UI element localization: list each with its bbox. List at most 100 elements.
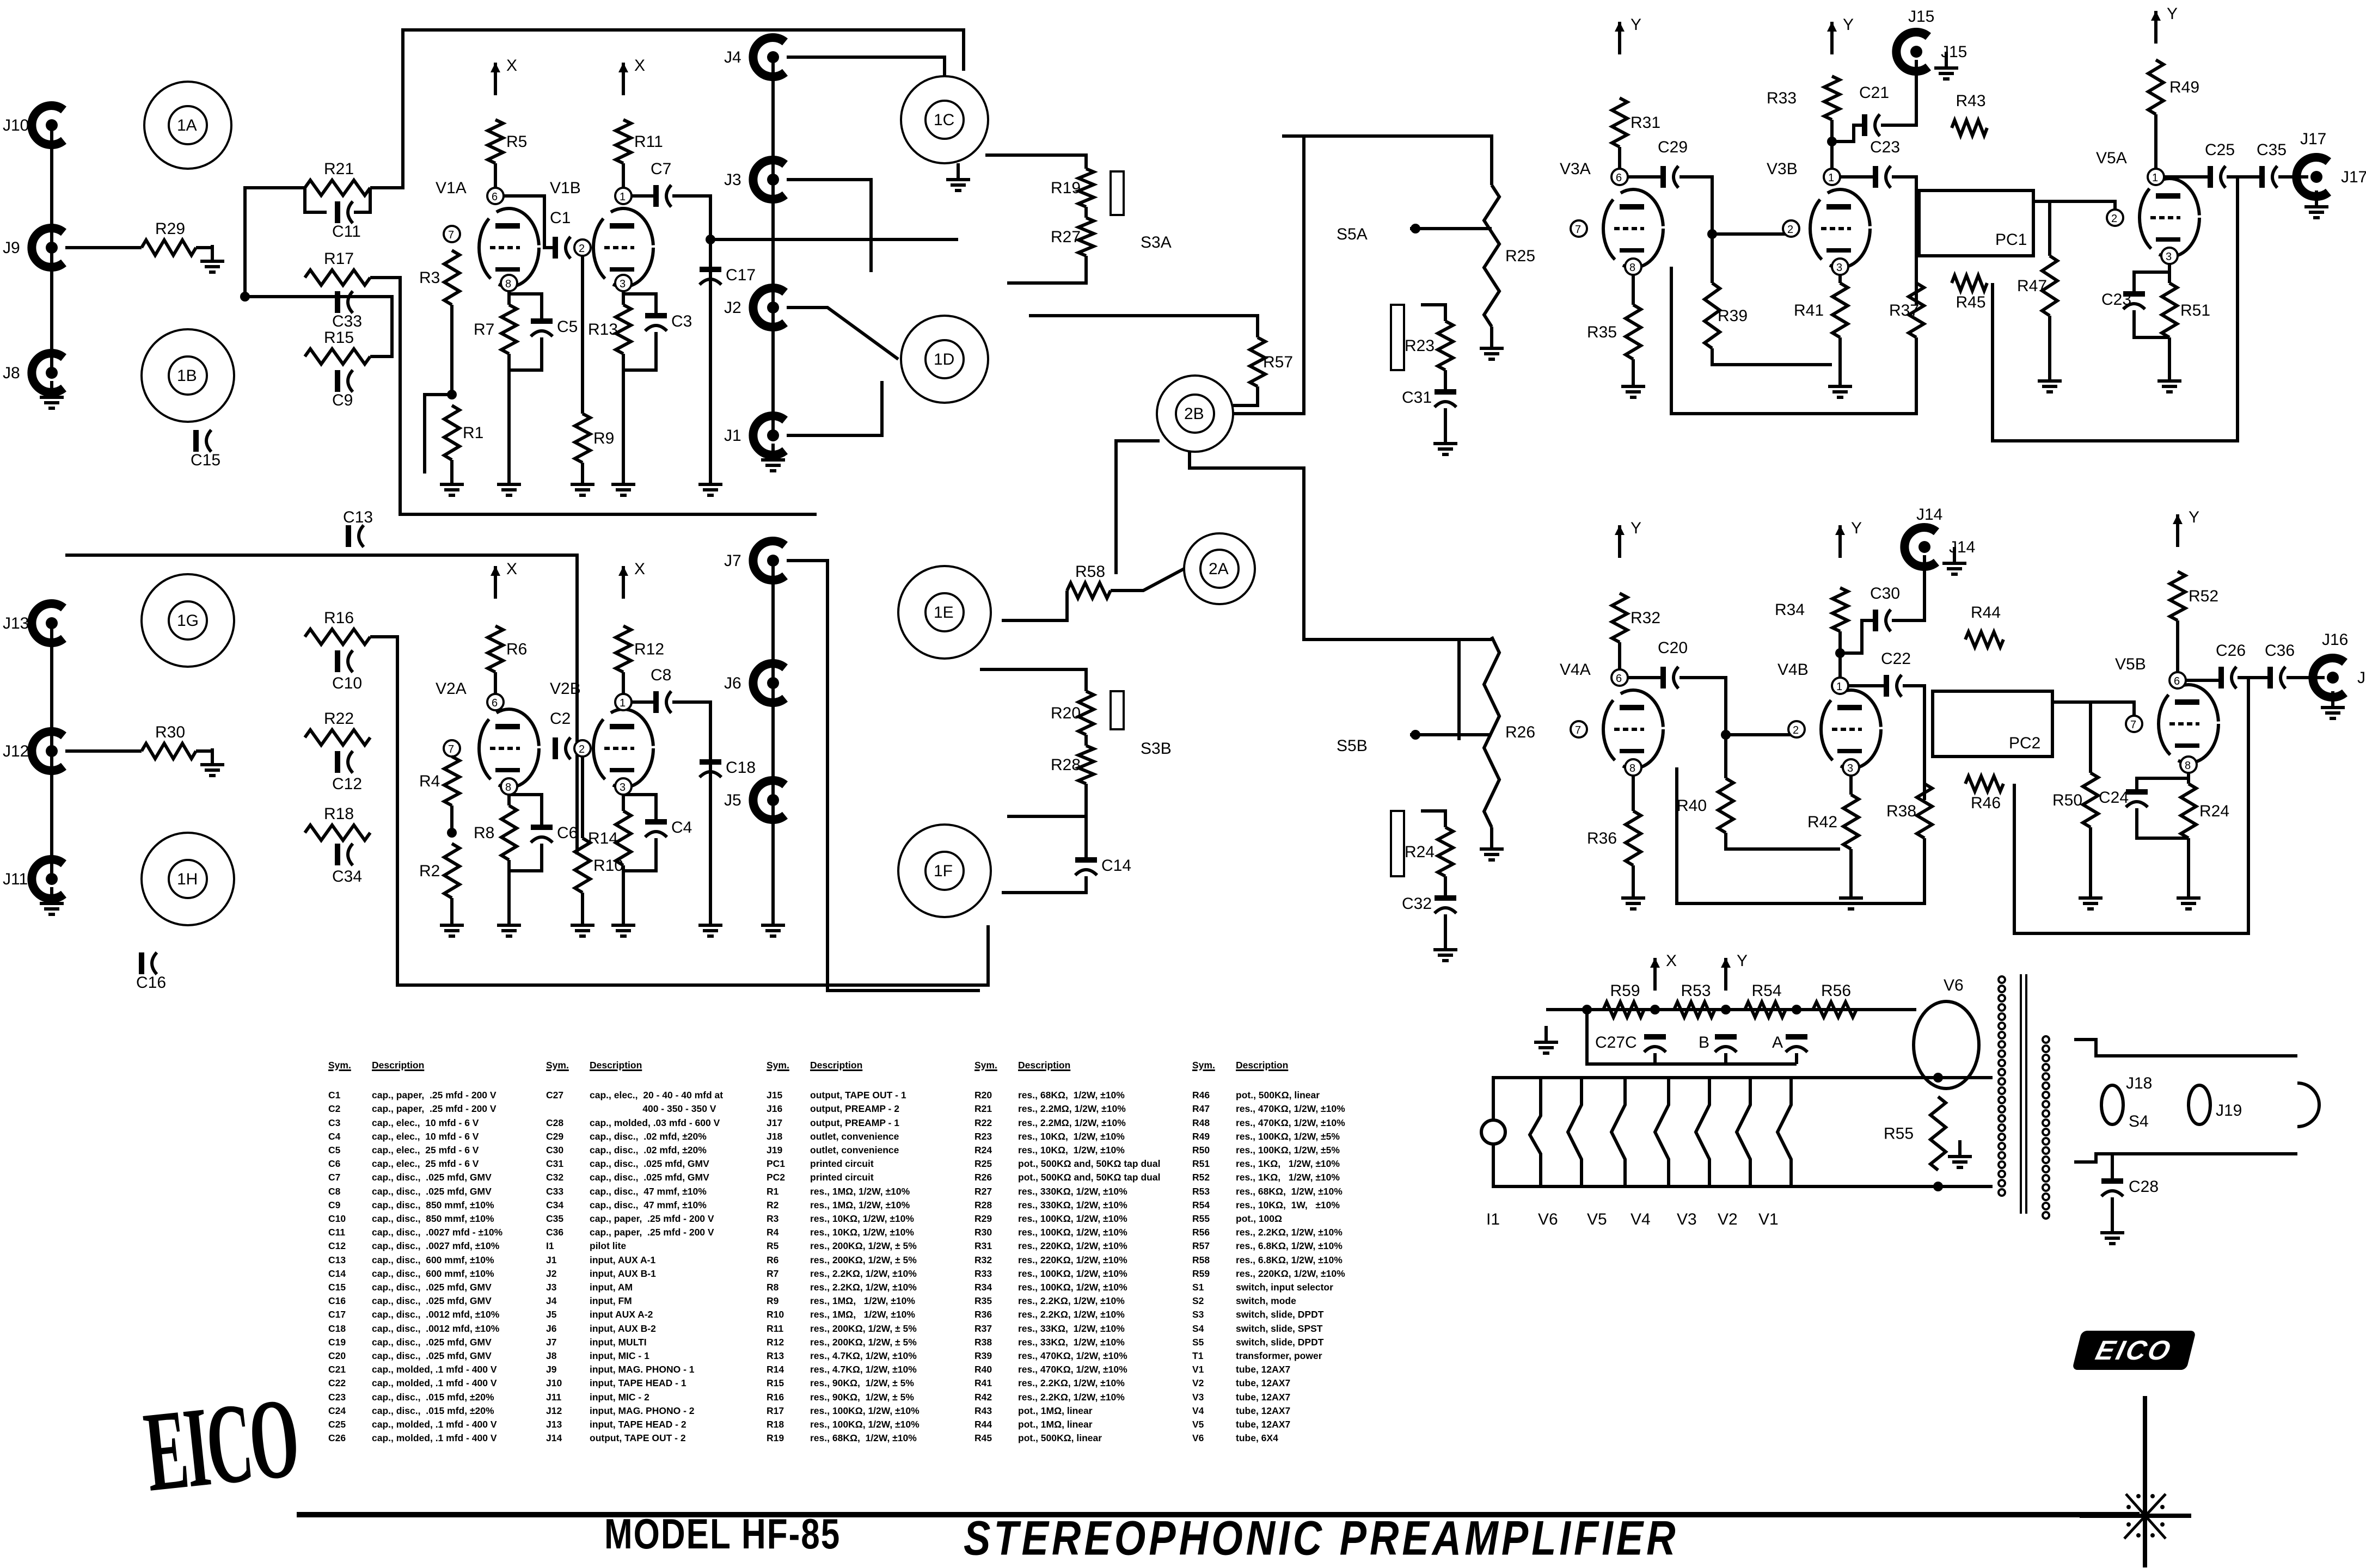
part-symbol: C18 [328,1323,346,1334]
resistor-icon [1434,319,1457,372]
ground-icon [761,444,785,472]
parts-list-header: Sym.Description [328,1059,502,1072]
pin-number: 1 [2152,172,2158,184]
resistor-icon [1743,998,1787,1022]
capacitor-icon [335,368,354,393]
jack-label: J8 [3,364,20,382]
wire [243,186,305,297]
capacitor-label: B [1699,1034,1709,1052]
resistor-icon [1622,303,1644,361]
resistor-label: R24 [1405,843,1435,861]
ground-icon [2079,882,2103,911]
supply-label: Y [1851,519,1862,537]
capacitor-label: C10 [332,674,362,692]
part-symbol: R2 [767,1199,779,1210]
ground-icon [2157,365,2181,393]
capacitor-icon [1873,608,1892,633]
part-description: res., 1KΩ, 1/2W, ±10% [1236,1158,1340,1170]
resistor-label: R7 [474,321,494,339]
part-description: pot., 500KΩ, linear [1018,1432,1102,1444]
pin-number: 8 [505,278,511,290]
switch-label: S3B [1141,740,1172,758]
wire [623,332,658,372]
part-description: cap., paper, .25 mfd - 200 V [590,1213,714,1225]
part-symbol: R16 [767,1391,784,1403]
resistor-label: R14 [588,829,618,847]
part-symbol: R1 [767,1185,779,1197]
capacitor-icon [1784,1034,1809,1054]
part-symbol: S1 [1192,1282,1204,1293]
tube-icon: 678 [443,187,541,292]
supply-arrow-icon [491,566,500,599]
part-symbol: C4 [328,1130,341,1142]
resistor-icon [2080,771,2101,829]
part-symbol: J19 [767,1145,783,1156]
heater-label: V4 [1631,1210,1651,1228]
capacitor-label: C9 [332,391,353,409]
part-symbol: R6 [767,1254,779,1265]
description-header: Description [810,1060,863,1071]
ground-icon [1828,370,1852,399]
outlet-icon [2100,1084,2125,1126]
part-description: input, AUX B-2 [590,1323,656,1334]
part-symbol: C12 [328,1240,346,1252]
wire [2050,200,2117,218]
jack-icon [749,776,788,824]
part-description: res., 33KΩ, 1/2W, ±10% [1018,1323,1125,1334]
part-description: res., 100KΩ, 1/2W, ±5% [1236,1130,1340,1142]
part-symbol: R34 [974,1282,992,1293]
part-description: res., 6.8KΩ, 1/2W, ±10% [1236,1240,1343,1252]
heater-label: I1 [1486,1210,1500,1228]
resistor-label: R23 [1405,337,1435,355]
part-symbol: J17 [767,1117,783,1128]
part-description: res., 4.7KΩ, 1/2W, ±10% [810,1350,917,1362]
part-description: input AUX A-2 [590,1309,653,1320]
part-description: res., 10KΩ, 1/2W, ±10% [1018,1130,1125,1142]
wire [623,838,658,872]
ground-icon [571,468,594,497]
part-symbol: R23 [974,1130,992,1142]
part-symbol: V6 [1192,1432,1204,1444]
resistor-icon [484,624,507,674]
part-description: res., 6.8KΩ, 1/2W, ±10% [1236,1254,1343,1265]
outlet-label: J19 [2216,1102,2242,1120]
capacitor-label: C4 [671,819,692,837]
resistor-label: R59 [1610,982,1640,1000]
jack-label: J1 [724,427,741,445]
capacitor-label: C27C [1595,1034,1637,1052]
part-description: tube, 12AX7 [1236,1364,1291,1375]
part-symbol: R19 [767,1432,784,1444]
ground-icon [200,748,224,777]
wafer-label: 1E [934,604,954,622]
part-symbol: C20 [328,1350,346,1362]
part-symbol: R25 [974,1158,992,1170]
resistor-icon [1608,96,1631,149]
resistor-icon [1608,592,1631,644]
part-symbol: J16 [767,1103,783,1115]
wire [1711,348,1832,366]
resistor-label: R19 [1051,179,1081,197]
resistor-icon [1840,793,1862,851]
part-description: cap., elec., 25 mfd - 6 V [372,1145,479,1156]
part-symbol: C10 [328,1213,346,1225]
part-description: cap., molded, .1 mfd - 400 V [372,1378,497,1389]
junction-dot [706,235,715,244]
part-description: cap., disc., 47 mmf, ±10% [590,1185,707,1197]
